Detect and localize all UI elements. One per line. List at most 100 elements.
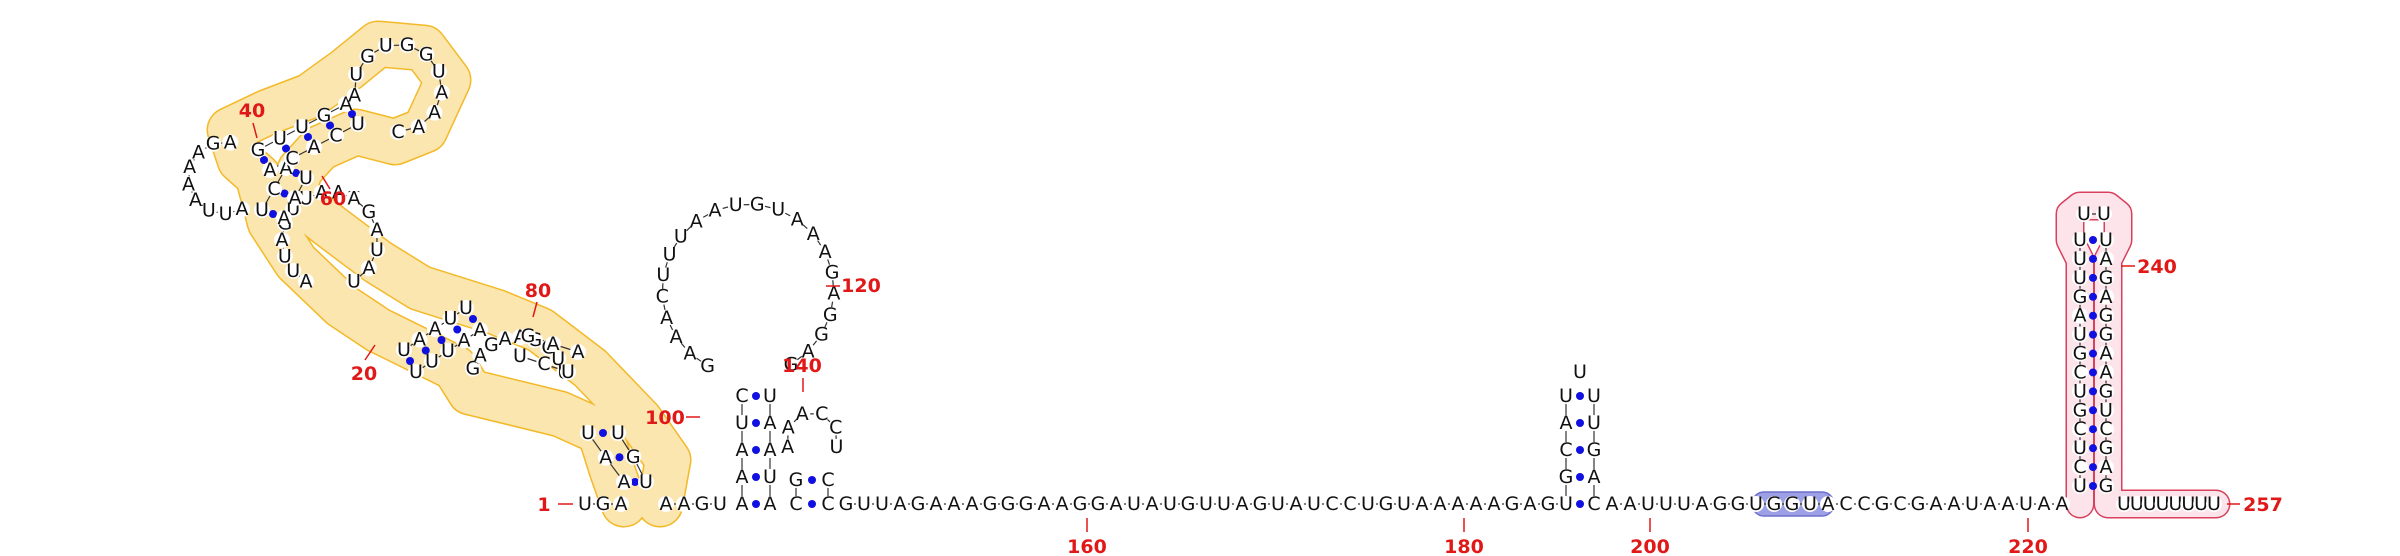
nt-loop20-38: A [300,271,313,293]
nt-h120loop-101: A [684,343,697,365]
nucleotide-halo [910,496,926,512]
nt-loop80-15: G [484,334,499,356]
nucleotide-halo [399,36,416,53]
nucleotide-halo [2018,496,2034,512]
nt-loop20-39: U [286,260,300,282]
nucleotide-halo [1982,496,1998,512]
nucleotide-halo [822,306,839,323]
nt-stem80B-36: C [537,353,550,375]
nt-loop20b-52: A [362,257,375,279]
nucleotide-halo [1558,442,1574,458]
nucleotide-halo [688,213,705,230]
nt-linker1-140: G [983,493,998,515]
nucleotide-halo [1910,496,1926,512]
nt-stem40upperA-71: U [295,116,309,138]
nt-linker1-161: U [1361,493,1375,515]
nt-termB-227: C [2099,418,2112,440]
nt-hairpin60-82: U [379,35,393,57]
base-pair-dot [752,419,760,427]
nucleotide-halo [536,356,552,372]
nucleotide-halo [285,262,302,279]
nucleotide-halo [1396,496,1412,512]
nucleotide-halo [595,496,611,512]
nucleotide-halo [430,63,447,80]
nucleotide-halo [313,184,330,201]
nucleotide-halo [360,260,377,277]
nucleotide-halo [827,419,844,436]
nt-linker2-205: A [1984,493,1997,515]
nt-termB-235: G [2099,267,2114,289]
nt5prime-2: A [615,493,628,515]
nucleotide-halo [512,348,528,364]
base-pair-dot [2089,349,2097,358]
nucleotide-halo [1306,496,1322,512]
nt-junction-6: U [713,493,727,515]
nucleotide-halo [1072,496,1088,512]
nt-linker1-169: G [1505,493,1520,515]
nucleotide-halo [1712,496,1728,512]
nt-stem40upperA-69: G [251,139,266,161]
nt-h200B-182: U [1587,385,1601,407]
nt-h120loop-103: A [660,307,673,329]
nt-linker1-137: A [930,493,943,515]
nt-linker2-195: U [1803,493,1817,515]
nt-linker1-152: U [1199,493,1213,515]
nucleotide-halo [2072,250,2088,267]
nucleotide-halo [734,415,750,431]
nucleotide-halo [2054,496,2070,512]
base-pair-dot [453,325,462,334]
nt-linker1-150: U [1163,493,1177,515]
nt-h140loop-131: U [829,436,843,458]
tick-80 [532,301,538,318]
nt-linker1-164: A [1416,493,1429,515]
nt-termB-236: A [2100,248,2113,270]
nucleotide-halo [2098,440,2114,457]
nt-termA-217: G [2073,343,2088,365]
base-pair-dot [421,346,430,355]
nt5prime-1: G [596,493,611,515]
nt-h120loop-109: A [708,200,721,222]
base-pair-dot [1576,446,1584,454]
nt-linker2-206: A [2002,493,2015,515]
tick-40 [252,122,258,139]
nucleotide-halo [2098,269,2114,286]
nucleotide-halo [497,330,514,347]
nt-stemB-12: U [611,422,625,444]
nucleotide-halo [328,127,344,144]
nt-linker2-189: A [1696,493,1709,515]
base-pair-dot [631,478,639,486]
nucleotide-halo [1180,496,1196,512]
nucleotide-halo [2128,496,2145,512]
nt-termB-225: A [2100,456,2113,478]
nucleotide-halo [424,353,440,370]
nt-tail-240: U [2117,493,2131,515]
nucleotide-halo [1586,469,1602,485]
base-pair-dot [2089,482,2097,490]
number-200: 200 [1630,536,1670,556]
nt-stem40upperB-74: A [264,159,277,181]
nucleotide-halo [813,405,830,422]
nt-h200A-174: G [1559,466,1574,488]
nt-h120loop-118: G [823,304,838,326]
nucleotide-halo [1640,496,1656,512]
nt-termA-220: G [2073,286,2088,308]
nt-h200B-178: C [1587,493,1600,515]
nucleotide-halo [655,267,672,284]
nt-termA-223: U [2073,229,2087,251]
nt-h120loop-104: C [656,286,669,308]
nt-termB-229: G [2099,380,2114,402]
nt-linker2-186: U [1641,493,1655,515]
nt-h200loop-183: U [1573,361,1587,383]
nucleotide-halo [217,205,234,222]
nucleotide-halo [1856,496,1872,512]
nucleotide-halo [638,474,654,490]
nt-stem80B-35: U [513,345,527,367]
nt-h140A-123: G [789,469,804,491]
nucleotide-halo [2180,496,2197,512]
nucleotide-halo [190,144,207,161]
nucleotide-halo [1766,496,1782,512]
nucleotide-halo [298,273,314,290]
nucleotide-halo [734,469,750,485]
nt-linker2-200: C [1893,493,1906,515]
